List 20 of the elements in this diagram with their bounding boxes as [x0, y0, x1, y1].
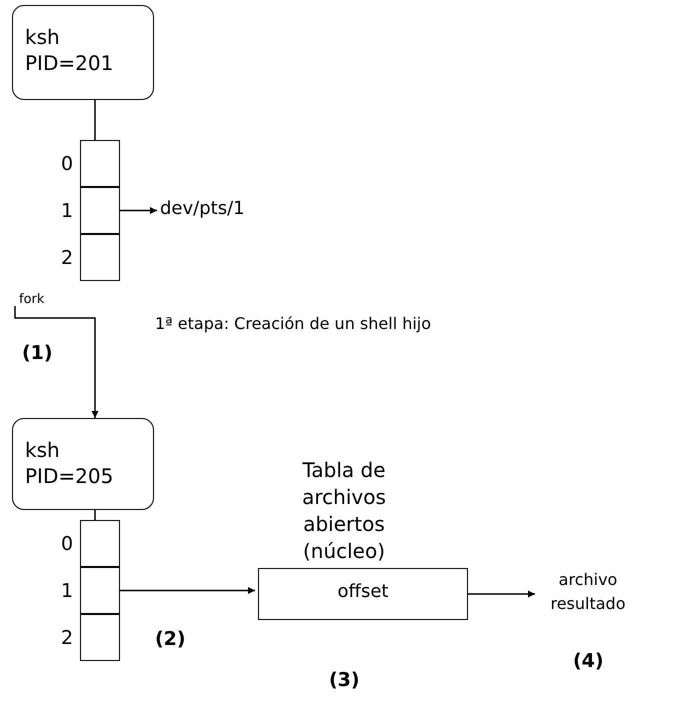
process-label: ksh PID=205 — [25, 437, 114, 489]
table-heading: Tabla de archivos abiertos (núcleo) — [301, 457, 387, 565]
edge-label: fork — [19, 292, 44, 307]
process-box — [12, 418, 154, 510]
step-number: (1) — [22, 342, 53, 364]
cell-label: offset — [336, 581, 390, 602]
slot-number: 0 — [61, 533, 74, 555]
process-box — [12, 5, 154, 100]
output-label: dev/pts/1 — [160, 198, 245, 219]
slot-number: 0 — [61, 153, 74, 175]
slot-number: 2 — [61, 247, 74, 269]
slot-number: 1 — [61, 200, 74, 222]
note: 1ª etapa: Creación de un shell hijo — [155, 314, 432, 333]
step-number: (4) — [573, 650, 604, 672]
slot-number: 2 — [61, 627, 74, 649]
step-number: (2) — [155, 628, 186, 650]
process-label: ksh PID=201 — [25, 24, 114, 76]
step-number: (3) — [329, 669, 360, 691]
slot-number: 1 — [61, 580, 74, 602]
output-label: archivo resultado — [549, 569, 626, 615]
